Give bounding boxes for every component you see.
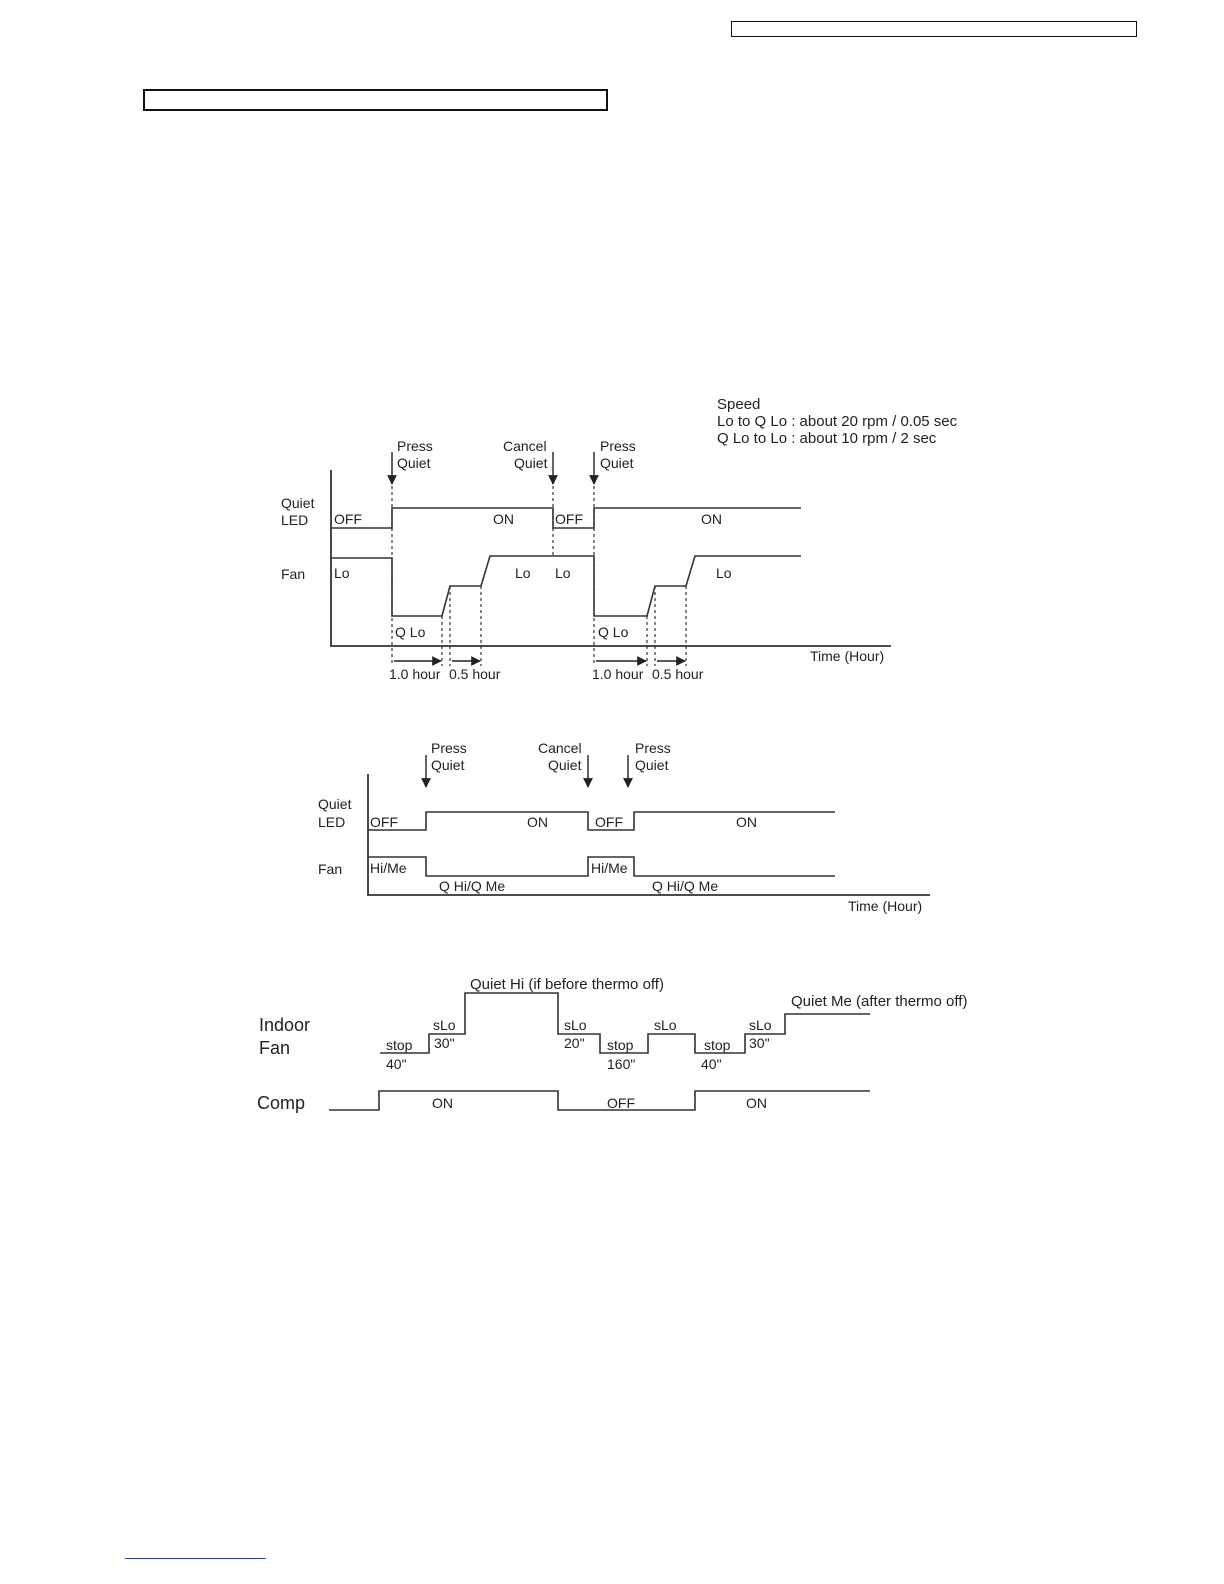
- quiet-hi-label: Quiet Hi (if before thermo off): [470, 976, 664, 993]
- row-label-fan: Fan: [281, 566, 305, 582]
- led-state-off: OFF: [334, 511, 362, 527]
- section-title-box: [143, 89, 608, 111]
- time-axis-label: Time (Hour): [810, 648, 884, 664]
- fan-state-lo: Lo: [515, 565, 531, 581]
- duration-label: 1.0 hour: [389, 666, 441, 682]
- press-quiet-label-b: Quiet: [397, 455, 431, 471]
- led-state-on: ON: [527, 814, 548, 830]
- fan-step-duration: 40": [386, 1056, 407, 1072]
- press-quiet-label-a: Press: [635, 740, 671, 756]
- led-waveform: [368, 811, 835, 831]
- row-label-indoor: Indoor: [259, 1015, 310, 1035]
- led-state-on: ON: [493, 511, 514, 527]
- speed-title: Speed: [717, 396, 760, 413]
- fan-step-stop: stop: [386, 1037, 413, 1053]
- diagram-1: Speed Lo to Q Lo : about 20 rpm / 0.05 s…: [281, 396, 958, 682]
- fan-step-stop: stop: [607, 1037, 634, 1053]
- press-quiet-label-b: Quiet: [635, 757, 669, 773]
- fan-state-qlo: Q Lo: [598, 624, 629, 640]
- duration-label: 1.0 hour: [592, 666, 644, 682]
- fan-step-duration: 30": [749, 1035, 770, 1051]
- cancel-quiet-label-a: Cancel: [538, 740, 582, 756]
- fan-waveform: [331, 555, 801, 617]
- row-label-fan: Fan: [318, 861, 342, 877]
- indoor-fan-waveform: [380, 992, 870, 1054]
- fan-state-lo: Lo: [334, 565, 350, 581]
- fan-state-lo: Lo: [716, 565, 732, 581]
- fan-step-slo: sLo: [749, 1017, 772, 1033]
- comp-state-on: ON: [432, 1095, 453, 1111]
- footer-link[interactable]: [125, 1558, 266, 1559]
- comp-waveform: [329, 1090, 870, 1111]
- diagram-3: Indoor Fan Comp Quiet Hi (if before ther…: [257, 976, 967, 1113]
- fan-step-stop: stop: [704, 1037, 731, 1053]
- led-state-off: OFF: [595, 814, 623, 830]
- fan-state-qhime: Q Hi/Q Me: [439, 878, 505, 894]
- row-label-comp: Comp: [257, 1093, 305, 1113]
- fan-step-duration: 20": [564, 1035, 585, 1051]
- press-quiet-label-b: Quiet: [600, 455, 634, 471]
- axis: [330, 470, 891, 647]
- duration-label: 0.5 hour: [652, 666, 704, 682]
- row-label-quiet: Quiet: [318, 796, 352, 812]
- row-label-led: LED: [318, 814, 345, 830]
- fan-step-duration: 40": [701, 1056, 722, 1072]
- speed-line-2: Q Lo to Lo : about 10 rpm / 2 sec: [717, 430, 937, 447]
- cancel-quiet-label-a: Cancel: [503, 438, 547, 454]
- fan-state-hime: Hi/Me: [370, 860, 407, 876]
- fan-state-qhime: Q Hi/Q Me: [652, 878, 718, 894]
- fan-state-qlo: Q Lo: [395, 624, 426, 640]
- led-state-off: OFF: [370, 814, 398, 830]
- fan-step-duration: 160": [607, 1056, 635, 1072]
- row-label-fan: Fan: [259, 1038, 290, 1058]
- fan-step-slo: sLo: [433, 1017, 456, 1033]
- cancel-quiet-label-b: Quiet: [514, 455, 548, 471]
- fan-state-hime: Hi/Me: [591, 860, 628, 876]
- press-quiet-label-b: Quiet: [431, 757, 465, 773]
- led-state-on: ON: [701, 511, 722, 527]
- comp-state-on: ON: [746, 1095, 767, 1111]
- fan-step-slo: sLo: [564, 1017, 587, 1033]
- press-quiet-label-a: Press: [397, 438, 433, 454]
- time-axis-label: Time (Hour): [848, 898, 922, 914]
- quiet-me-label: Quiet Me (after thermo off): [791, 993, 967, 1010]
- fan-state-lo: Lo: [555, 565, 571, 581]
- fan-step-slo: sLo: [654, 1017, 677, 1033]
- press-quiet-label-a: Press: [431, 740, 467, 756]
- duration-label: 0.5 hour: [449, 666, 501, 682]
- fan-step-duration: 30": [434, 1035, 455, 1051]
- axis: [367, 774, 930, 896]
- row-label-led: LED: [281, 512, 308, 528]
- press-quiet-label-a: Press: [600, 438, 636, 454]
- header-box: [731, 21, 1137, 37]
- comp-state-off: OFF: [607, 1095, 635, 1111]
- led-state-on: ON: [736, 814, 757, 830]
- led-state-off: OFF: [555, 511, 583, 527]
- fan-waveform: [368, 856, 835, 877]
- cancel-quiet-label-b: Quiet: [548, 757, 582, 773]
- diagram-2: Press Quiet Cancel Quiet Press Quiet Qui…: [318, 740, 930, 914]
- speed-line-1: Lo to Q Lo : about 20 rpm / 0.05 sec: [717, 413, 958, 430]
- row-label-quiet: Quiet: [281, 495, 315, 511]
